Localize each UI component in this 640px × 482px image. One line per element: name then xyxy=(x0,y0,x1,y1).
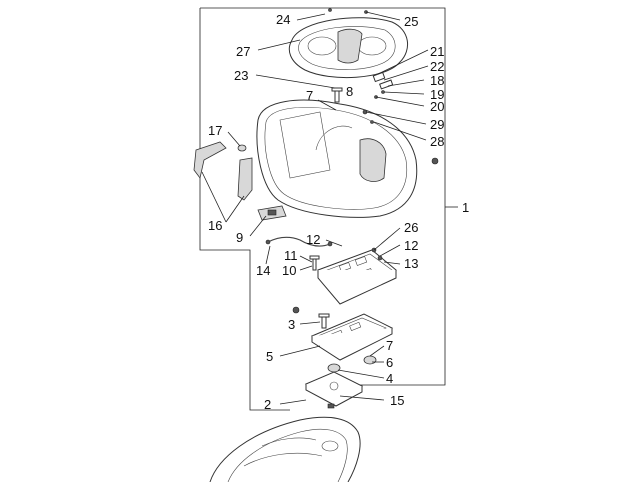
bolts-10-11 xyxy=(309,255,320,271)
rack-base-plate xyxy=(310,313,394,361)
latch-hardware xyxy=(372,71,394,99)
callout-20: 20 xyxy=(430,99,444,114)
callout-1: 1 xyxy=(462,200,469,215)
callout-2: 2 xyxy=(264,397,271,412)
callout-8: 8 xyxy=(346,84,353,99)
rack-top-plate xyxy=(317,247,397,305)
callout-4: 4 xyxy=(386,371,393,386)
badge-9 xyxy=(257,205,287,221)
callout-3: 3 xyxy=(288,317,295,332)
callout-6: 6 xyxy=(386,355,393,370)
callout-7-top: 7 xyxy=(306,88,313,103)
callout-16: 16 xyxy=(208,218,222,233)
lid-inner-tray xyxy=(288,8,408,78)
callout-labels: 24 25 27 21 22 23 18 8 19 7 20 29 17 28 … xyxy=(208,12,469,412)
callout-9: 9 xyxy=(236,230,243,245)
callout-15: 15 xyxy=(390,393,404,408)
cable-14 xyxy=(265,236,333,247)
callout-7-bottom: 7 xyxy=(386,338,393,353)
callout-18: 18 xyxy=(430,73,444,88)
callout-13: 13 xyxy=(404,256,418,271)
callout-14: 14 xyxy=(256,263,270,278)
callout-21: 21 xyxy=(430,44,444,59)
screw-3 xyxy=(318,313,330,329)
callout-10: 10 xyxy=(282,263,296,278)
mounting-plate xyxy=(304,371,364,409)
side-reflector-strips xyxy=(193,141,253,201)
callout-5: 5 xyxy=(266,349,273,364)
callout-11: 11 xyxy=(284,248,298,263)
callout-12-right: 12 xyxy=(404,238,418,253)
callout-29: 29 xyxy=(430,117,444,132)
callout-17: 17 xyxy=(208,123,222,138)
screw-8 xyxy=(331,87,343,103)
callout-24: 24 xyxy=(276,12,290,27)
reference-dot-lower xyxy=(292,306,300,314)
top-case-body xyxy=(256,99,418,218)
reference-dot-upper xyxy=(431,157,439,165)
callout-22: 22 xyxy=(430,59,444,74)
callout-19: 19 xyxy=(430,87,444,102)
callout-12-left: 12 xyxy=(306,232,320,247)
washers-6-7 xyxy=(327,355,377,373)
callout-28: 28 xyxy=(430,134,444,149)
callout-23: 23 xyxy=(234,68,248,83)
callout-25: 25 xyxy=(404,14,418,29)
leader-lines xyxy=(201,11,429,405)
callout-26: 26 xyxy=(404,220,418,235)
vehicle-rear-body xyxy=(209,416,361,482)
callout-27: 27 xyxy=(236,44,250,59)
